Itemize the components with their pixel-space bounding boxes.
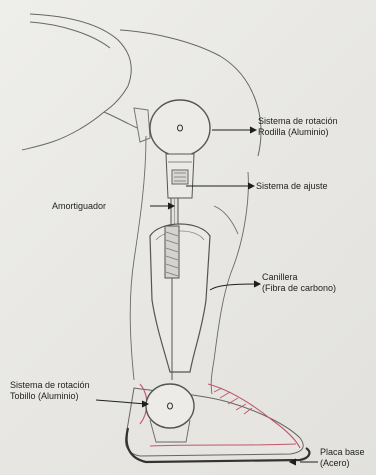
- adjustment-block: [166, 154, 194, 198]
- label-shin-line2: (Fibra de carbono): [262, 283, 336, 294]
- shin-shell: [150, 224, 210, 372]
- label-shock-absorber: Amortiguador: [52, 201, 106, 212]
- label-adjustment: Sistema de ajuste: [256, 181, 328, 192]
- label-adjustment-line1: Sistema de ajuste: [256, 181, 328, 192]
- label-knee-rotation-line2: Rodilla (Aluminio): [258, 127, 338, 138]
- label-ankle-rotation-line2: Tobillo (Aluminio): [10, 391, 90, 402]
- label-ankle-rotation: Sistema de rotación Tobillo (Aluminio): [10, 380, 90, 402]
- label-shin-line1: Canillera: [262, 272, 336, 283]
- label-shock-absorber-line1: Amortiguador: [52, 201, 106, 212]
- label-base-plate-line2: (Acero): [320, 458, 365, 469]
- label-ankle-rotation-line1: Sistema de rotación: [10, 380, 90, 391]
- label-base-plate: Placa base (Acero): [320, 447, 365, 469]
- knee-joint-disc: [150, 100, 210, 156]
- thigh-outline: [22, 14, 261, 156]
- label-knee-rotation: Sistema de rotación Rodilla (Aluminio): [258, 116, 338, 138]
- label-shin: Canillera (Fibra de carbono): [262, 272, 336, 294]
- label-knee-rotation-line1: Sistema de rotación: [258, 116, 338, 127]
- label-base-plate-line1: Placa base: [320, 447, 365, 458]
